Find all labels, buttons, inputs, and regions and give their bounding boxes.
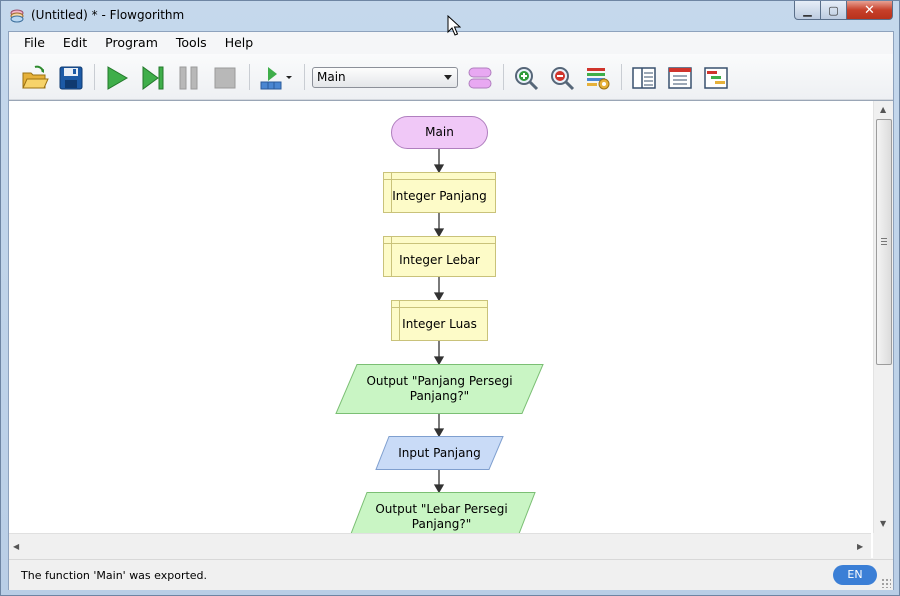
declare-node[interactable]: Integer Panjang bbox=[383, 172, 496, 213]
start-terminal[interactable]: Main bbox=[391, 116, 488, 149]
scrollbar-corner bbox=[873, 533, 893, 559]
status-message: The function 'Main' was exported. bbox=[21, 569, 208, 582]
declare-label: Integer Lebar bbox=[399, 253, 480, 267]
output-node: Output "Lebar Persegi Panjang?" bbox=[365, 492, 518, 533]
function-select-value: Main bbox=[317, 70, 346, 84]
output-label-line: Output "Panjang Persegi bbox=[366, 374, 513, 388]
resize-grip-icon[interactable] bbox=[881, 578, 891, 588]
zoom-in-button[interactable] bbox=[511, 63, 541, 93]
add-function-button[interactable] bbox=[465, 63, 495, 93]
layout-settings-icon bbox=[587, 68, 610, 90]
scroll-left-icon[interactable]: ◀ bbox=[13, 542, 20, 551]
toolbar-separator bbox=[621, 64, 622, 90]
layout-right-button[interactable] bbox=[701, 63, 731, 93]
layout-right-icon bbox=[704, 67, 728, 89]
layout-left-icon bbox=[632, 67, 656, 89]
zoom-out-icon bbox=[551, 67, 575, 91]
toolbar-separator bbox=[94, 64, 95, 90]
output-node: Output "Panjang Persegi Panjang?" bbox=[355, 364, 524, 414]
toolbar: Main bbox=[9, 54, 893, 100]
toolbar-separator bbox=[249, 64, 250, 90]
menu-program[interactable]: Program bbox=[105, 35, 158, 50]
menu-help[interactable]: Help bbox=[224, 35, 254, 50]
stop-icon bbox=[214, 67, 236, 89]
language-button[interactable]: EN bbox=[833, 565, 877, 585]
scroll-right-icon[interactable]: ▶ bbox=[857, 542, 864, 551]
grip-icon bbox=[881, 238, 887, 245]
menu-file[interactable]: File bbox=[24, 35, 45, 50]
layout-left-button[interactable] bbox=[629, 63, 659, 93]
output-label-line: Output "Lebar Persegi bbox=[375, 502, 508, 516]
pause-icon bbox=[179, 66, 198, 90]
horizontal-scrollbar[interactable]: ◀ ▶ bbox=[9, 533, 871, 559]
zoom-in-icon bbox=[515, 67, 539, 91]
window-controls: ▁ ▢ ✕ bbox=[794, 1, 893, 21]
output-label-line: Panjang?" bbox=[411, 517, 472, 531]
maximize-button[interactable]: ▢ bbox=[821, 1, 847, 20]
terminal-label: Main bbox=[425, 125, 454, 139]
input-label: Input Panjang bbox=[398, 445, 481, 460]
input-node: Input Panjang bbox=[385, 436, 494, 470]
zoom-out-button[interactable] bbox=[547, 63, 577, 93]
flowchart-canvas[interactable]: Main Integer Panjang Integer Lebar Integ… bbox=[9, 101, 871, 533]
layout-center-button[interactable] bbox=[665, 63, 695, 93]
layout-settings-button[interactable] bbox=[583, 63, 613, 93]
flowchart-connectors bbox=[433, 148, 445, 494]
menu-bar: File Edit Program Tools Help bbox=[9, 32, 893, 54]
variable-watch-button[interactable] bbox=[257, 63, 297, 93]
toolbar-separator bbox=[503, 64, 504, 90]
flowgorithm-logo-icon bbox=[9, 8, 25, 24]
save-icon bbox=[59, 66, 83, 90]
declare-node[interactable]: Integer Lebar bbox=[383, 236, 496, 277]
step-button[interactable] bbox=[138, 63, 168, 93]
menu-edit[interactable]: Edit bbox=[62, 35, 88, 50]
menu-tools[interactable]: Tools bbox=[175, 35, 207, 50]
open-folder-icon bbox=[22, 65, 49, 89]
minimize-button[interactable]: ▁ bbox=[794, 1, 821, 20]
add-function-icon bbox=[468, 67, 492, 89]
step-icon bbox=[142, 66, 164, 90]
scroll-up-icon[interactable]: ▲ bbox=[880, 105, 887, 114]
close-icon: ✕ bbox=[864, 2, 875, 18]
declare-node[interactable]: Integer Luas bbox=[391, 300, 488, 341]
save-button[interactable] bbox=[56, 63, 86, 93]
output-label-line: Panjang?" bbox=[409, 389, 470, 403]
run-icon bbox=[107, 66, 128, 90]
chevron-down-icon bbox=[444, 75, 452, 80]
output-node-shape[interactable] bbox=[335, 364, 544, 414]
client-area: File Edit Program Tools Help bbox=[8, 31, 894, 590]
vertical-scroll-thumb[interactable] bbox=[876, 119, 892, 365]
open-button[interactable] bbox=[20, 63, 50, 93]
declare-label: Integer Luas bbox=[402, 317, 477, 331]
window-title: (Untitled) * - Flowgorithm bbox=[31, 8, 185, 22]
minimize-icon: ▁ bbox=[803, 3, 812, 17]
title-bar[interactable]: (Untitled) * - Flowgorithm ▁ ▢ ✕ bbox=[1, 1, 899, 31]
mouse-cursor-icon bbox=[447, 15, 461, 36]
vertical-scrollbar[interactable]: ▲ ▼ bbox=[873, 101, 893, 533]
declare-label: Integer Panjang bbox=[392, 189, 487, 203]
close-button[interactable]: ✕ bbox=[847, 1, 893, 20]
stop-button[interactable] bbox=[210, 63, 240, 93]
variable-watch-icon bbox=[260, 67, 292, 90]
output-node-shape[interactable] bbox=[347, 492, 536, 533]
flowchart-panel: Main Integer Panjang Integer Lebar Integ… bbox=[9, 100, 893, 559]
maximize-icon: ▢ bbox=[828, 3, 839, 17]
function-select[interactable]: Main bbox=[312, 67, 458, 88]
layout-center-icon bbox=[668, 67, 692, 89]
input-node-shape[interactable] bbox=[375, 436, 504, 470]
pause-button[interactable] bbox=[174, 63, 204, 93]
status-bar: The function 'Main' was exported. EN bbox=[9, 559, 893, 590]
scroll-down-icon[interactable]: ▼ bbox=[880, 519, 887, 528]
run-button[interactable] bbox=[102, 63, 132, 93]
toolbar-separator bbox=[304, 64, 305, 90]
